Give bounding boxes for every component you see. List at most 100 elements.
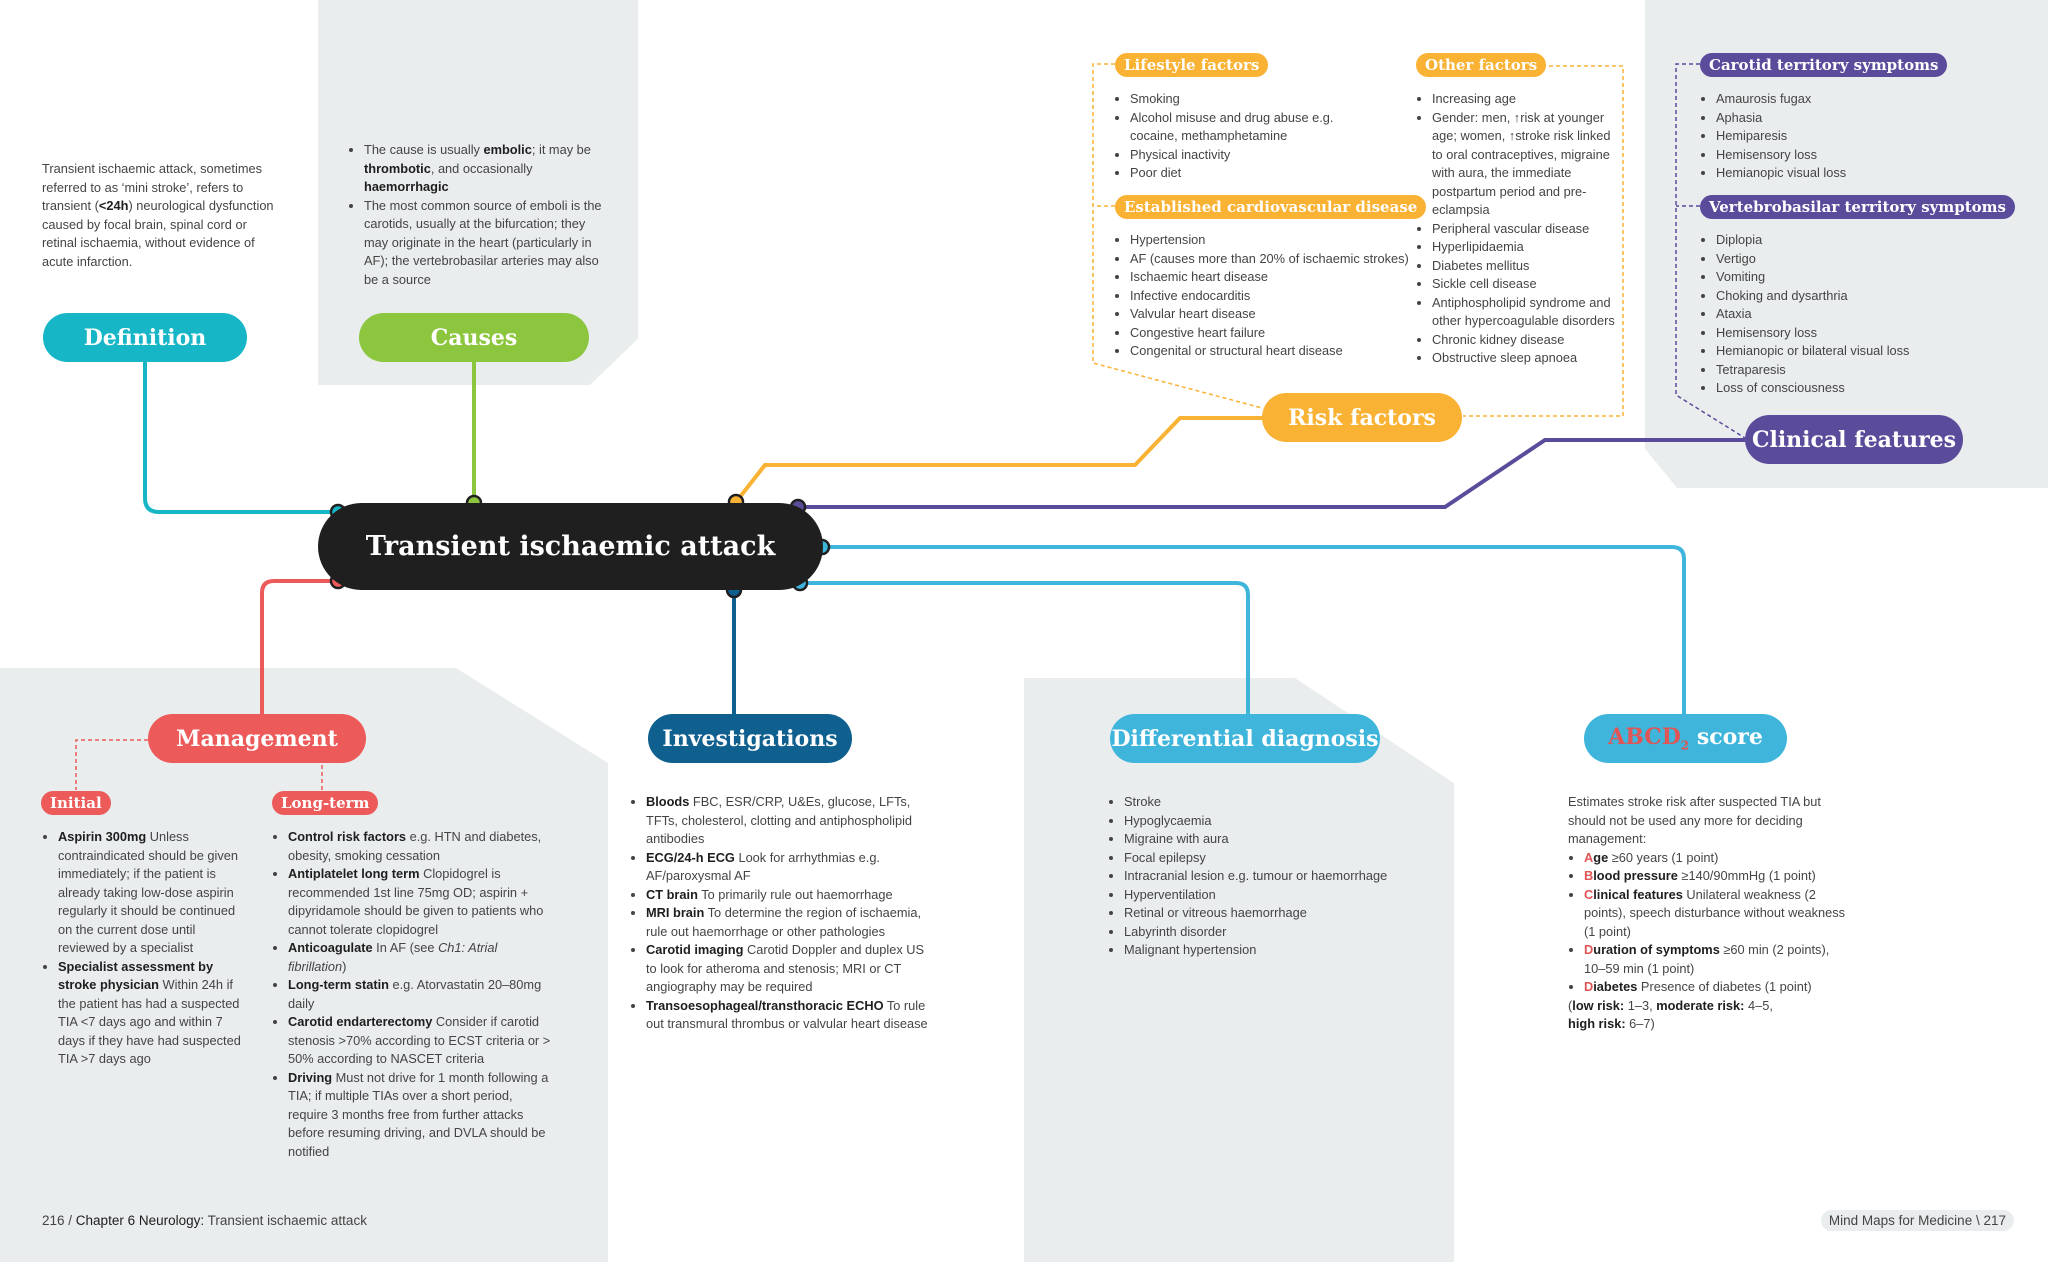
investigation-item-text: To determine the region of ischaemia, ru… xyxy=(646,905,922,939)
investigation-item-title: Bloods xyxy=(646,794,690,809)
initial-item-title: Specialist assessment by stroke physicia… xyxy=(58,958,214,993)
initial-list: Aspirin 300mg Unless contraindicated sho… xyxy=(42,828,250,1069)
investigations-list: Bloods FBC, ESR/CRP, U&Es, glucose, LFTs… xyxy=(630,793,930,1034)
abcd2-text: Estimates stroke risk after suspected TI… xyxy=(1568,793,1848,1034)
other-factor-item: Antiphospholipid syndrome and other hype… xyxy=(1432,294,1616,331)
clinical-dashed xyxy=(1675,63,1746,439)
abcd2-points: ≥60 min (2 points), 10–59 min (1 point) xyxy=(1584,942,1830,976)
management-node[interactable]: Management xyxy=(148,714,366,763)
other-factor-item: Obstructive sleep apnoea xyxy=(1432,349,1616,368)
differential-node[interactable]: Differential diagnosis xyxy=(1110,714,1380,763)
investigation-item-text: Carotid Doppler and duplex US to look fo… xyxy=(646,942,925,994)
cvd-list: HypertensionAF (causes more than 20% of … xyxy=(1114,231,1414,361)
other-factors-tag: Other factors xyxy=(1416,53,1547,77)
vertebrobasilar-symptom-item: Vertigo xyxy=(1716,250,1980,269)
footer-left: 216 / Chapter 6 Neurology: Transient isc… xyxy=(34,1210,375,1231)
lifestyle-item: Alcohol misuse and drug abuse e.g. cocai… xyxy=(1130,109,1384,146)
longterm-item: Control risk factors e.g. HTN and diabet… xyxy=(288,828,552,865)
carotid-symptom-item: Hemiparesis xyxy=(1716,127,1960,146)
differential-item: Retinal or vitreous haemorrhage xyxy=(1124,904,1408,923)
abcd2-node[interactable]: ABCD2 score xyxy=(1584,714,1787,763)
risk-lifestyle-dashed xyxy=(1092,63,1263,409)
longterm-item-text: Consider if carotid stenosis >70% accord… xyxy=(288,1014,551,1066)
differential-item: Stroke xyxy=(1124,793,1408,812)
abcd2-item: Blood pressure ≥140/90mmHg (1 point) xyxy=(1584,867,1848,886)
abcd2-item: Clinical features Unilateral weakness (2… xyxy=(1584,886,1848,942)
vertebrobasilar-symptom-item: Ataxia xyxy=(1716,305,1980,324)
abcd2-criterion: ge xyxy=(1593,849,1609,865)
longterm-item-text: e.g. Atorvastatin 20–80mg daily xyxy=(288,977,542,1011)
investigation-item-text: To primarily rule out haemorrhage xyxy=(697,886,893,902)
definition-text: Transient ischaemic attack, sometimes re… xyxy=(42,161,274,269)
clinical-features-node[interactable]: Clinical features xyxy=(1745,415,1963,464)
investigations-node[interactable]: Investigations xyxy=(648,714,852,763)
lifestyle-factors-tag: Lifestyle factors xyxy=(1115,53,1269,77)
investigation-item-title: ECG/24-h ECG xyxy=(646,849,735,865)
investigation-item-title: MRI brain xyxy=(646,905,705,920)
initial-tag: Initial xyxy=(41,791,111,815)
carotid-symptom-item: Hemianopic visual loss xyxy=(1716,164,1960,183)
other-factor-item: Increasing age xyxy=(1432,90,1616,109)
abcd2-risk-bands: (low risk: 1–3, moderate risk: 4–5, high… xyxy=(1568,997,1773,1032)
cvd-item: AF (causes more than 20% of ischaemic st… xyxy=(1130,250,1414,269)
investigation-item: Carotid imaging Carotid Doppler and dupl… xyxy=(646,941,930,997)
differential-panel xyxy=(1024,678,1454,1262)
abcd2-points: ≥60 years (1 point) xyxy=(1608,849,1719,865)
lifestyle-item: Physical inactivity xyxy=(1130,146,1384,165)
abcd2-letter: D xyxy=(1584,979,1594,994)
differential-item: Labyrinth disorder xyxy=(1124,923,1408,942)
cvd-item: Hypertension xyxy=(1130,231,1414,250)
investigation-item: Bloods FBC, ESR/CRP, U&Es, glucose, LFTs… xyxy=(646,793,930,849)
risk-connector xyxy=(734,416,1262,504)
longterm-item: Anticoagulate In AF (see Ch1: Atrial fib… xyxy=(288,939,552,976)
differential-item: Intracranial lesion e.g. tumour or haemo… xyxy=(1124,867,1408,886)
differential-item: Hypoglycaemia xyxy=(1124,812,1408,831)
longterm-item-text: In AF (see xyxy=(372,940,439,955)
longterm-item-ref: Ch1: Atrial fibrillation xyxy=(288,940,498,974)
investigation-item: ECG/24-h ECG Look for arrhythmias e.g. A… xyxy=(646,849,930,886)
abcd2-points: Unilateral weakness (2 points), speech d… xyxy=(1584,886,1846,939)
differential-item: Malignant hypertension xyxy=(1124,941,1408,960)
risk-factors-node[interactable]: Risk factors xyxy=(1262,393,1462,442)
longterm-item-title: Antiplatelet long term xyxy=(288,866,420,881)
causes-node[interactable]: Causes xyxy=(359,313,589,362)
investigation-item-text: FBC, ESR/CRP, U&Es, glucose, LFTs, TFTs,… xyxy=(646,794,913,846)
investigation-item-title: CT brain xyxy=(646,886,698,902)
carotid-symptom-item: Amaurosis fugax xyxy=(1716,90,1960,109)
other-factor-item: Hyperlipidaemia xyxy=(1432,238,1616,257)
longterm-item-title: Control risk factors xyxy=(288,829,407,844)
abcd2-criterion: linical features xyxy=(1593,886,1683,902)
investigation-item-text: To rule out transmural thrombus or valvu… xyxy=(646,997,928,1032)
risk-other-dashed xyxy=(1463,65,1624,417)
other-factors-list: Increasing ageGender: men, ↑risk at youn… xyxy=(1416,90,1616,368)
investigation-item: CT brain To primarily rule out haemorrha… xyxy=(646,886,930,905)
lifestyle-item: Poor diet xyxy=(1130,164,1384,183)
lifestyle-list: SmokingAlcohol misuse and drug abuse e.g… xyxy=(1114,90,1384,183)
longterm-item-title: Carotid endarterectomy xyxy=(288,1014,433,1029)
longterm-item-title: Driving xyxy=(288,1069,333,1085)
initial-item-title: Aspirin 300mg xyxy=(58,829,147,844)
differential-list: StrokeHypoglycaemiaMigraine with auraFoc… xyxy=(1108,793,1408,960)
vertebrobasilar-symptom-item: Tetraparesis xyxy=(1716,361,1980,380)
definition-node[interactable]: Definition xyxy=(43,313,247,362)
vertebrobasilar-symptom-item: Choking and dysarthria xyxy=(1716,287,1980,306)
central-node[interactable]: Transient ischaemic attack xyxy=(318,503,823,590)
lifestyle-item: Smoking xyxy=(1130,90,1384,109)
longterm-item-title: Anticoagulate xyxy=(288,940,373,955)
other-factor-item: Gender: men, ↑risk at younger age; women… xyxy=(1432,109,1616,220)
abcd2-intro: Estimates stroke risk after suspected TI… xyxy=(1568,794,1821,846)
management-initial-dashed xyxy=(75,739,148,790)
clinical-connector xyxy=(798,438,1745,509)
central-title: Transient ischaemic attack xyxy=(365,531,776,562)
abcd2-criterion: iabetes xyxy=(1593,979,1638,994)
abcd2-item: Duration of symptoms ≥60 min (2 points),… xyxy=(1584,941,1848,978)
investigation-item-text: Look for arrhythmias e.g. AF/paroxysmal … xyxy=(646,849,880,884)
management-connector xyxy=(260,579,338,716)
carotid-symptom-item: Aphasia xyxy=(1716,109,1960,128)
vertebrobasilar-tag: Vertebrobasilar territory symptoms xyxy=(1700,195,2015,219)
abcd2-letter: B xyxy=(1584,868,1594,883)
other-factor-item: Sickle cell disease xyxy=(1432,275,1616,294)
longterm-list: Control risk factors e.g. HTN and diabet… xyxy=(272,828,552,1161)
longterm-item-title: Long-term statin xyxy=(288,977,389,992)
differential-item: Focal epilepsy xyxy=(1124,849,1408,868)
